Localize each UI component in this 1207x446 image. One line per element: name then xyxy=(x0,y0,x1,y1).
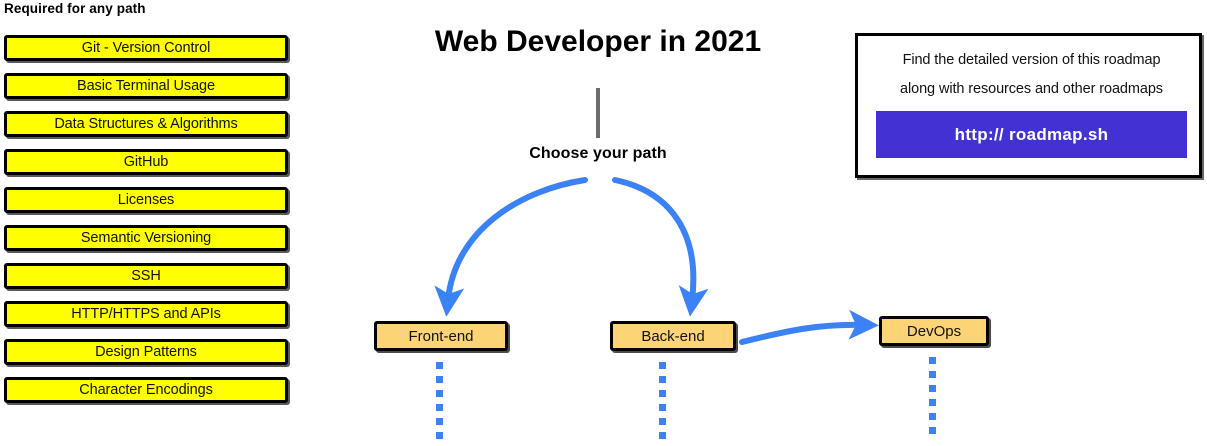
roadmap-url-label: http:// roadmap.sh xyxy=(954,124,1109,144)
required-section-heading: Required for any path xyxy=(4,1,146,16)
dotted-connector-devops xyxy=(929,357,936,441)
required-item-label: Semantic Versioning xyxy=(80,230,212,246)
roadmap-url-button[interactable]: http:// roadmap.sh xyxy=(876,111,1187,158)
path-box-backend[interactable]: Back-end xyxy=(610,321,736,351)
roadmap-callout-line1: Find the detailed version of this roadma… xyxy=(902,52,1161,68)
required-item-label: Character Encodings xyxy=(79,382,213,398)
roadmap-callout-box: Find the detailed version of this roadma… xyxy=(855,33,1202,178)
path-box-label: Back-end xyxy=(641,327,705,345)
arrow-to-backend xyxy=(612,177,709,317)
required-item-licenses[interactable]: Licenses xyxy=(4,187,288,213)
roadmap-canvas: Required for any path Git - Version Cont… xyxy=(4,1,1202,439)
required-item-char-encodings[interactable]: Character Encodings xyxy=(4,377,288,403)
choose-your-path-label: Choose your path xyxy=(529,145,667,162)
required-item-dsa[interactable]: Data Structures & Algorithms xyxy=(4,111,288,137)
arrow-to-frontend xyxy=(434,177,588,317)
required-item-label: Licenses xyxy=(117,192,175,208)
dotted-connector-backend xyxy=(659,362,666,446)
required-item-git[interactable]: Git - Version Control xyxy=(4,35,288,61)
required-item-label: GitHub xyxy=(123,154,169,170)
required-item-semver[interactable]: Semantic Versioning xyxy=(4,225,288,251)
page-title: Web Developer in 2021 xyxy=(434,25,762,58)
path-box-devops[interactable]: DevOps xyxy=(879,316,989,346)
roadmap-callout-line2: along with resources and other roadmaps xyxy=(900,81,1163,97)
required-item-github[interactable]: GitHub xyxy=(4,149,288,175)
required-item-design-patterns[interactable]: Design Patterns xyxy=(4,339,288,365)
title-stem-connector xyxy=(596,88,600,138)
required-item-label: HTTP/HTTPS and APIs xyxy=(71,306,221,322)
required-item-ssh[interactable]: SSH xyxy=(4,263,288,289)
required-item-terminal[interactable]: Basic Terminal Usage xyxy=(4,73,288,99)
required-item-http-apis[interactable]: HTTP/HTTPS and APIs xyxy=(4,301,288,327)
path-box-frontend[interactable]: Front-end xyxy=(374,321,508,351)
required-item-label: Git - Version Control xyxy=(81,40,211,56)
path-box-label: Front-end xyxy=(408,327,474,345)
required-item-label: Basic Terminal Usage xyxy=(77,78,215,94)
required-item-label: Design Patterns xyxy=(95,344,197,360)
dotted-connector-frontend xyxy=(436,362,443,446)
required-items-list: Git - Version Control Basic Terminal Usa… xyxy=(4,35,288,415)
required-item-label: SSH xyxy=(131,268,161,284)
arrow-backend-to-devops xyxy=(739,309,879,345)
required-item-label: Data Structures & Algorithms xyxy=(54,116,238,132)
path-box-label: DevOps xyxy=(906,322,962,340)
